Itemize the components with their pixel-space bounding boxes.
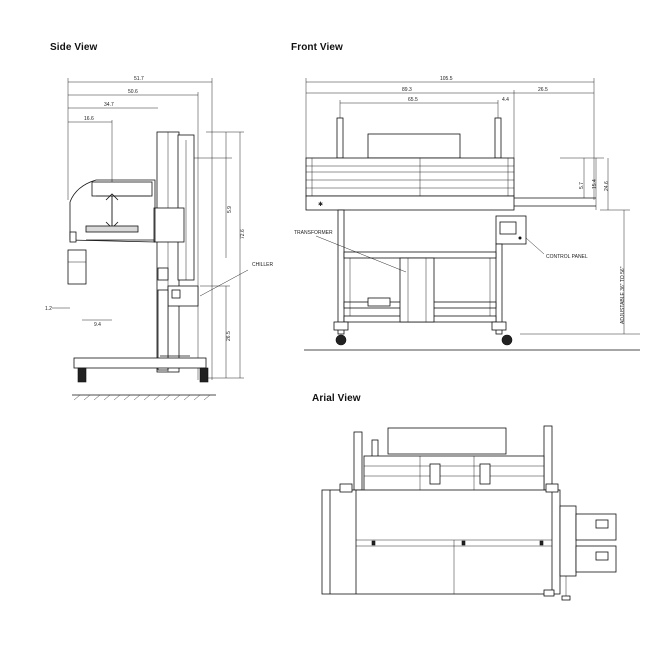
- front-dim-h1: 5.7: [579, 182, 585, 189]
- side-view-title: Side View: [50, 42, 98, 53]
- front-view-title: Front View: [291, 42, 343, 53]
- front-dim-width-3: 65.5: [408, 97, 418, 103]
- side-dim-height-1: 5.9: [227, 206, 233, 213]
- side-dim-left-offset: 1.2: [45, 306, 52, 312]
- fan-icon: ✱: [318, 201, 323, 208]
- front-label-control-panel: CONTROL PANEL: [546, 254, 588, 260]
- side-dim-lower-height: 26.5: [226, 331, 232, 341]
- side-dim-width-2: 50.6: [128, 89, 138, 95]
- front-dim-right-offset: 26.5: [538, 87, 548, 93]
- aerial-view-title: Arial View: [312, 393, 361, 404]
- aerial-view-drawing: [321, 425, 617, 601]
- front-dim-width-2: 89.3: [402, 87, 412, 93]
- front-dim-h2: 15.4: [592, 179, 598, 189]
- front-label-transformer: TRANSFORMER: [294, 230, 333, 236]
- front-dim-small-offset: 4.4: [502, 97, 509, 103]
- side-label-chiller: CHILLER: [252, 262, 274, 268]
- side-dim-overall-width: 51.7: [134, 76, 144, 82]
- side-dim-width-3: 34.7: [104, 102, 114, 108]
- side-dim-overall-height: 72.6: [240, 229, 246, 239]
- front-view-drawing: 105.5 89.3 26.5 65.5 4.4 ✱ 5.7: [294, 76, 640, 351]
- side-dim-base-width: 9.4: [94, 322, 101, 328]
- side-view-drawing: 51.7 50.6 34.7 16.6 5.9 72.6 26.5: [45, 76, 274, 401]
- side-dim-width-4: 16.6: [84, 116, 94, 122]
- front-dim-overall-width: 105.5: [440, 76, 453, 82]
- front-dim-adjustable: ADJUSTABLE 36" TO 56": [620, 266, 626, 324]
- front-dim-h3: 24.6: [604, 181, 610, 191]
